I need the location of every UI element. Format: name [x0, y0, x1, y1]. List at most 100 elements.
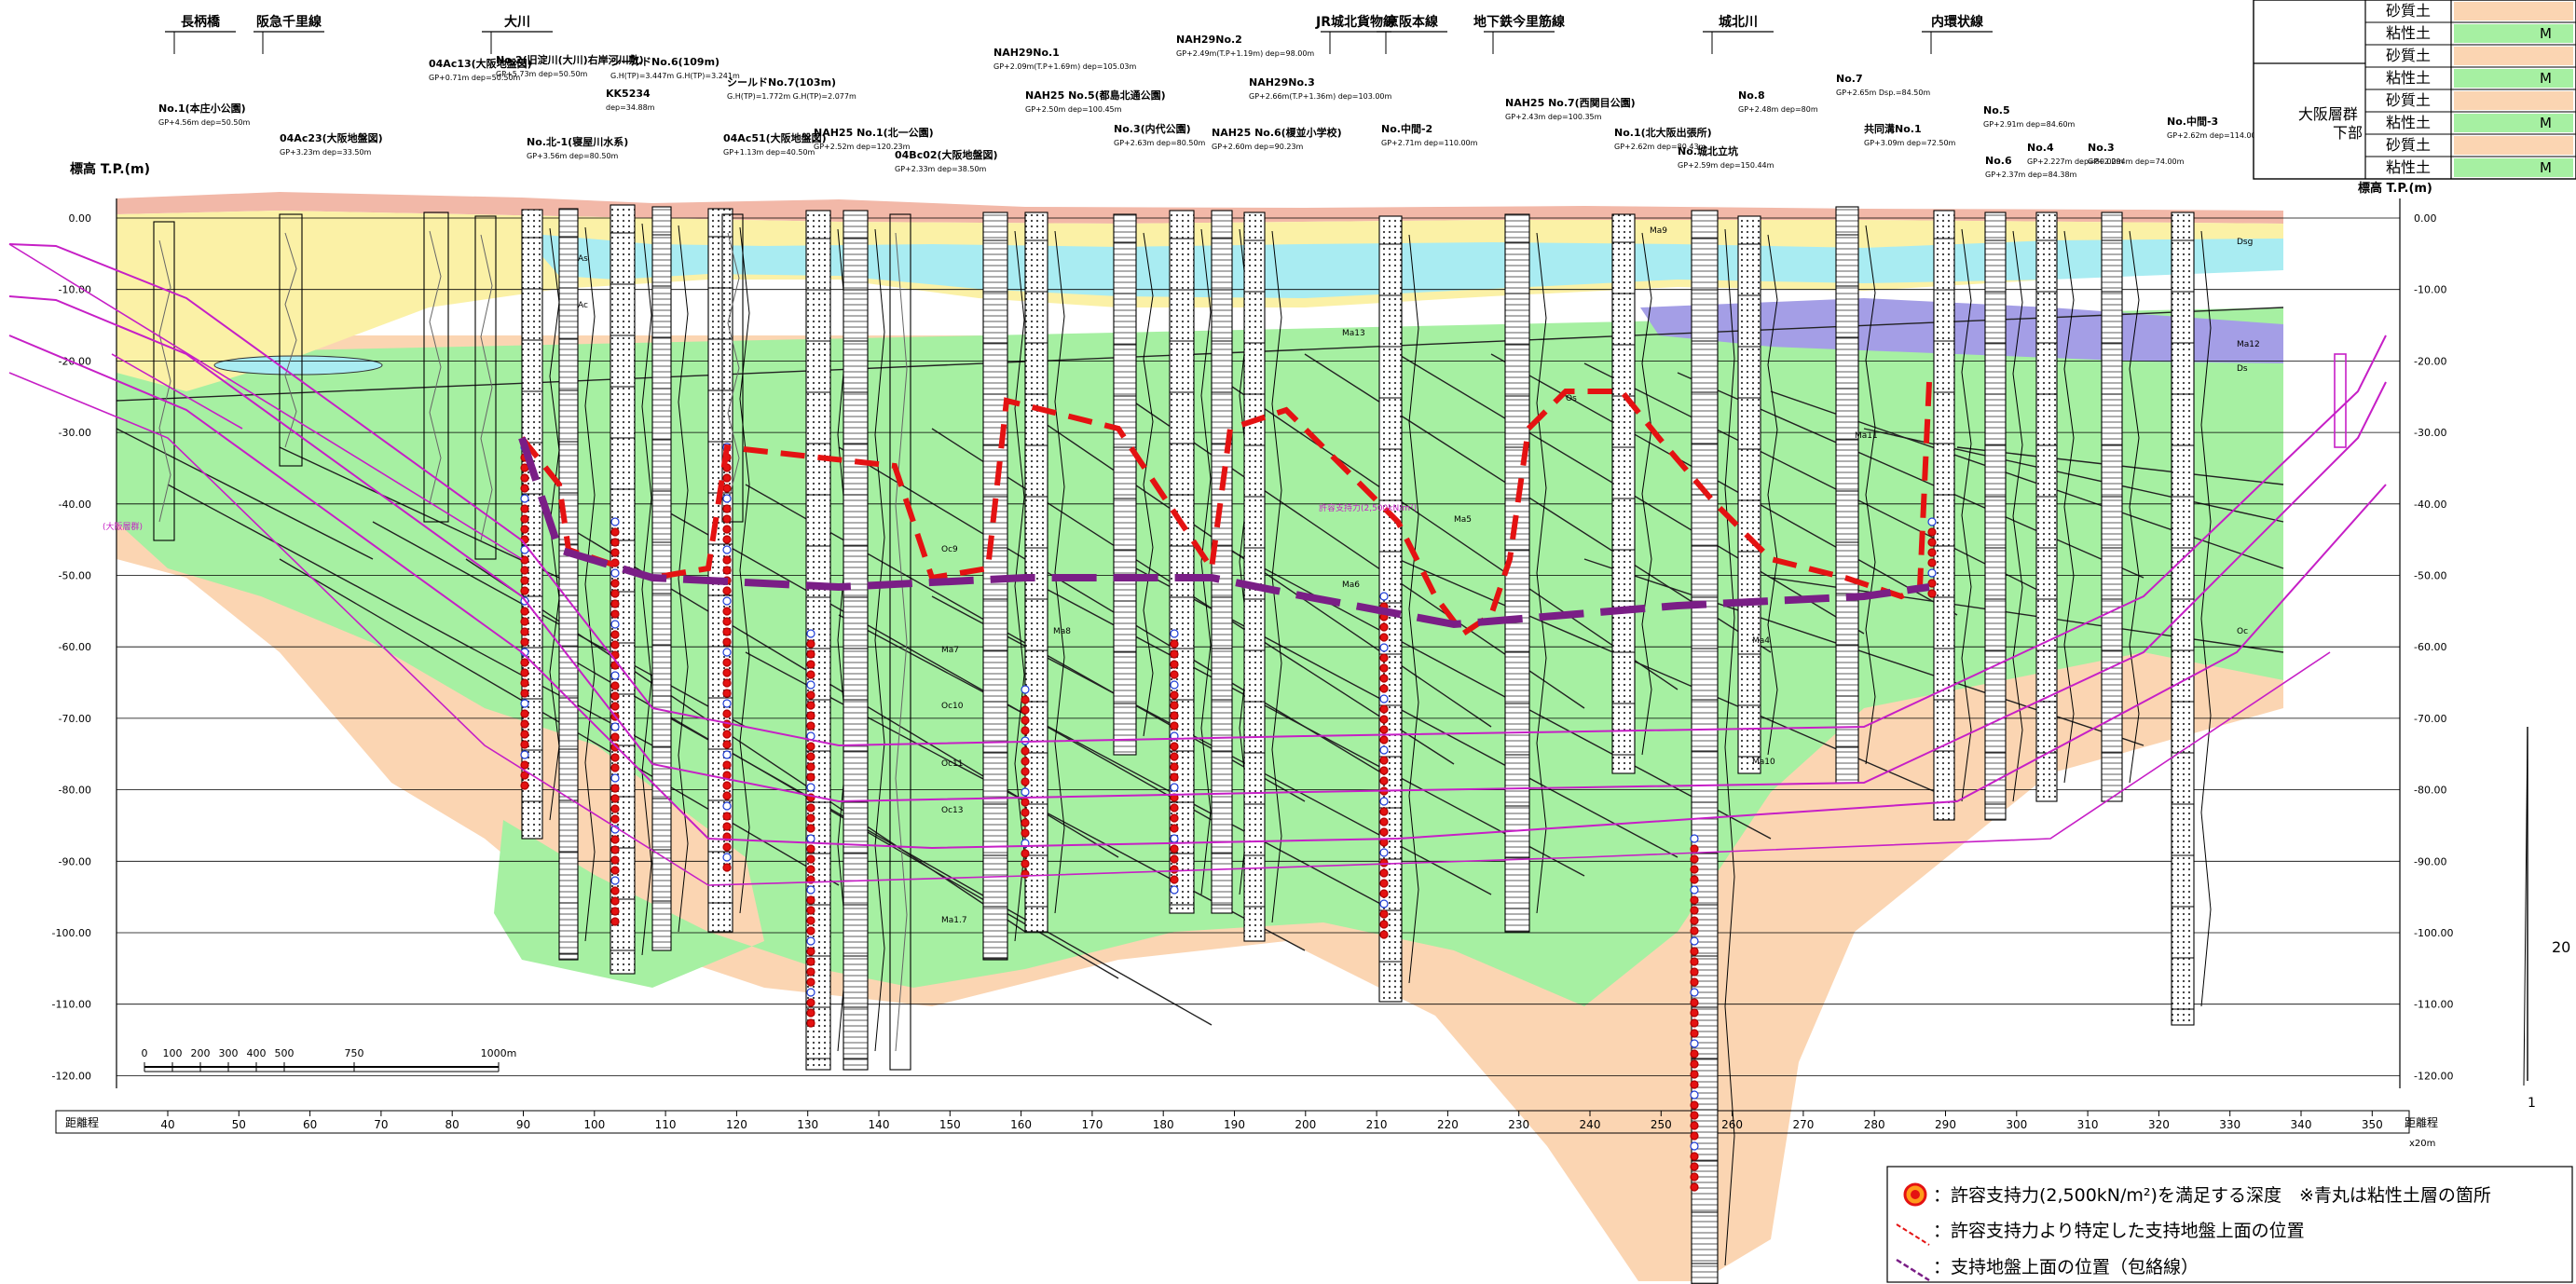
elevation-tick-right: -50.00 — [2414, 570, 2446, 582]
distance-tick: 130 — [797, 1118, 818, 1131]
distance-tick: 250 — [1651, 1118, 1672, 1131]
landmark-label: 城北川 — [1719, 14, 1758, 30]
borehole-label: NAH29No.2GP+2.49m(T.P+1.19m) dep=98.00m — [1176, 34, 1314, 58]
borehole-info: GP+2.52m dep=120.23m — [814, 143, 911, 151]
bearing-red-dashed-line — [519, 381, 1932, 638]
distance-tick: 150 — [939, 1118, 961, 1131]
distance-axis-left-label: 距離程 — [65, 1115, 99, 1129]
borehole-label: 04Ac51(大阪地盤図) GP+1.13m dep=40.50m — [723, 131, 827, 157]
borehole-name: No.5 — [1983, 104, 2010, 116]
borehole-name: NAH25 No.1(北一公園) — [814, 126, 934, 139]
borehole-info: GP+1.13m dep=40.50m — [723, 148, 815, 157]
tunnel-line-lower — [8, 335, 2387, 850]
borehole-label: No.1(北大阪出張所)GP+2.62m dep=80.43m — [1614, 126, 1712, 151]
elevation-tick-right: -80.00 — [2414, 785, 2446, 797]
scale-tick: 100 — [163, 1047, 183, 1059]
borehole-info: GP+2.71m dep=110.00m — [1381, 139, 1478, 147]
borehole-name: No.4 — [2027, 142, 2054, 154]
borehole-info: GP+2.62m dep=80.43m — [1614, 143, 1706, 151]
elevation-tick-left: -70.00 — [59, 713, 91, 725]
borehole-name: No.6 — [1985, 155, 2012, 167]
elevation-tick-right: -40.00 — [2414, 499, 2446, 511]
layer-code: Ma9 — [1650, 226, 1667, 236]
borehole-name: No.1(本庄小公園) — [158, 102, 246, 115]
elevation-axis-right-title: 標高 T.P.(m) — [2358, 181, 2432, 196]
borehole-name: No.城北立坑 — [1678, 144, 1738, 157]
elevation-tick-left: -40.00 — [59, 499, 91, 511]
layer-code: Ma12 — [2237, 340, 2260, 349]
elevation-tick-right: -70.00 — [2414, 713, 2446, 725]
elevation-tick-right: 0.00 — [2414, 212, 2437, 225]
landmark-label: 阪急千里線 — [256, 14, 322, 30]
elevation-tick-right: -90.00 — [2414, 855, 2446, 867]
borehole-label: No.中間-2GP+2.71m dep=110.00m — [1381, 122, 1478, 147]
elevation-axis-left-title: 標高 T.P.(m) — [70, 161, 150, 177]
group-annotation: (大阪層群) — [103, 521, 143, 532]
borehole-column — [889, 213, 911, 1071]
clay-lens — [213, 355, 383, 376]
distance-tick: 50 — [232, 1118, 246, 1131]
layer-legend-type: 砂質土 — [2386, 2, 2431, 20]
elevation-tick-left: -50.00 — [59, 570, 91, 582]
distance-tick: 190 — [1224, 1118, 1245, 1131]
borehole-name: シールドNo.6(109m) — [610, 56, 719, 68]
borehole-name: No.3 — [2088, 142, 2115, 154]
elevation-tick-right: -30.00 — [2414, 427, 2446, 439]
distance-tick: 100 — [583, 1118, 605, 1131]
layer-legend-type: 粘性土 — [2386, 69, 2431, 87]
layer-code: Os — [1566, 394, 1577, 403]
landmark-label: 長柄橋 — [181, 14, 221, 30]
borehole-labels: No.1(本庄小公園)GP+4.56m dep=50.50m04Ac23(大阪地… — [158, 34, 2264, 179]
layer-code: Ma5 — [1454, 515, 1472, 525]
borehole-name: KK5234 — [606, 88, 651, 100]
borehole-name: NAH25 No.7(西関目公園) — [1505, 97, 1636, 109]
borehole-info: G.H(TP)=1.772m G.H(TP)=2.077m — [727, 92, 856, 101]
borehole-column — [843, 210, 885, 1071]
borehole-info: GP+2.63m dep=80.50m — [1114, 139, 1206, 147]
distance-tick: 280 — [1864, 1118, 1885, 1131]
tunnel-line-deep — [8, 372, 2331, 886]
tunnel-line-diagonal — [8, 243, 523, 560]
borehole-name: 04Ac51(大阪地盤図) — [723, 131, 827, 144]
distance-tick: 40 — [160, 1118, 174, 1131]
borehole-column — [153, 221, 175, 541]
elevation-tick-left: -120.00 — [52, 1070, 91, 1082]
borehole-info: GP+2.66m(T.P+1.36m) dep=103.00m — [1249, 92, 1392, 101]
borehole-label: 共同溝No.1GP+3.09m dep=72.50m — [1864, 122, 1956, 147]
elevation-tick-right: -20.00 — [2414, 355, 2446, 367]
borehole-info: GP+3.09m dep=72.50m — [1864, 139, 1956, 147]
distance-tick: 230 — [1508, 1118, 1529, 1131]
elevation-tick-right: -10.00 — [2414, 284, 2446, 296]
distance-tick: 180 — [1153, 1118, 1174, 1131]
layer-code: Ma6 — [1342, 581, 1360, 590]
borehole-label: NAH25 No.1(北一公園) GP+2.52m dep=120.23m — [814, 126, 934, 151]
layer-code: Oc9 — [941, 545, 958, 554]
borehole-label: No.北-1(寝屋川水系)GP+3.56m dep=80.50m — [527, 135, 628, 160]
elevation-tick-left: -110.00 — [52, 999, 91, 1011]
layer-code: Ac — [578, 301, 588, 310]
elevation-tick-left: -100.00 — [52, 927, 91, 939]
vscale-upper: 20 — [2552, 938, 2570, 956]
bearing-dot-column — [806, 629, 815, 1028]
elevation-tick-right: -110.00 — [2414, 999, 2453, 1011]
layer-code: Ma13 — [1342, 329, 1365, 338]
borehole-name: NAH29No.3 — [1249, 76, 1315, 89]
layer-code: Ma1.7 — [941, 916, 967, 925]
distance-tick: 140 — [869, 1118, 890, 1131]
distance-tick: 290 — [1935, 1118, 1956, 1131]
symbol-legend-row-3: ：支持地盤上面の位置（包絡線） — [1933, 1257, 2199, 1277]
landmark-label: JR城北貨物線 — [1315, 14, 1396, 30]
borehole-label: NAH25 No.7(西関目公園)GP+2.43m dep=100.35m — [1505, 97, 1636, 121]
borehole-column — [2035, 212, 2075, 802]
elevation-tick-right: -120.00 — [2414, 1070, 2453, 1082]
borehole-info: GP+2.91m dep=84.60m — [1983, 120, 2076, 129]
borehole-label: NAH29No.3GP+2.66m(T.P+1.36m) dep=103.00m — [1249, 76, 1392, 101]
layer-legend-type: 粘性土 — [2386, 24, 2431, 42]
elevation-tick-right: -100.00 — [2414, 927, 2453, 939]
elevation-tick-right: -60.00 — [2414, 641, 2446, 653]
